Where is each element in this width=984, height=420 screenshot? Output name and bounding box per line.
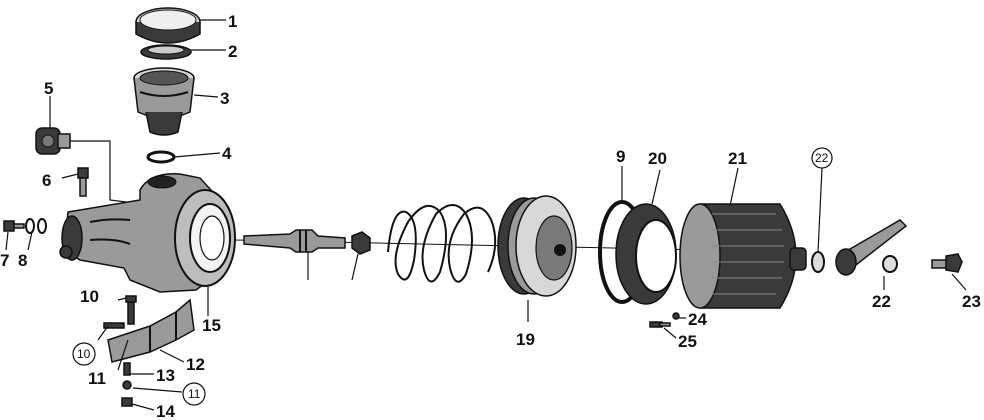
part-lever-arm bbox=[835, 219, 908, 276]
part-nut bbox=[351, 231, 371, 255]
callout-13: 13 bbox=[156, 366, 175, 385]
callout-24: 24 bbox=[688, 310, 707, 329]
part-push-rod bbox=[243, 229, 346, 253]
callout-19: 19 bbox=[516, 330, 535, 349]
callout-14: 14 bbox=[156, 402, 175, 420]
callout-6: 6 bbox=[42, 171, 51, 190]
callout-12: 12 bbox=[186, 355, 205, 374]
callout-7: 7 bbox=[0, 251, 9, 270]
callout-23: 23 bbox=[962, 292, 981, 311]
part-bracket bbox=[103, 295, 195, 407]
callout-1: 1 bbox=[228, 12, 237, 31]
part-bleed-screw bbox=[77, 167, 89, 197]
callout-21: 21 bbox=[728, 149, 747, 168]
callout-3: 3 bbox=[220, 89, 229, 108]
part-seal-cup bbox=[615, 203, 677, 305]
part-cylinder-housing bbox=[679, 203, 807, 309]
callout-15: 15 bbox=[202, 316, 221, 335]
callout-22-circled: 22 bbox=[815, 151, 829, 165]
part-seal bbox=[140, 44, 192, 60]
part-spring bbox=[387, 204, 497, 283]
part-oring bbox=[146, 150, 176, 164]
callout-11-circled: 11 bbox=[188, 387, 201, 401]
part-piston bbox=[497, 195, 577, 297]
part-fitting bbox=[35, 127, 71, 155]
part-washer-b bbox=[882, 255, 898, 273]
callout-8: 8 bbox=[18, 251, 27, 270]
callout-9: 9 bbox=[616, 147, 625, 166]
circle-callout-22 bbox=[811, 147, 833, 169]
callout-11: 11 bbox=[88, 369, 106, 388]
part-bolt-washers bbox=[3, 218, 47, 234]
callout-2: 2 bbox=[228, 42, 237, 61]
part-end-bolt bbox=[931, 253, 963, 273]
callout-22: 22 bbox=[872, 292, 891, 311]
callout-25: 25 bbox=[678, 332, 697, 351]
circle-callout-11 bbox=[182, 382, 206, 406]
callout-10: 10 bbox=[80, 287, 99, 306]
circle-callout-10 bbox=[72, 342, 96, 366]
part-cap bbox=[135, 7, 201, 44]
leader-lines bbox=[5, 19, 967, 411]
part-small-screws bbox=[649, 312, 680, 328]
callout-5: 5 bbox=[44, 79, 53, 98]
callout-20: 20 bbox=[648, 149, 667, 168]
part-washer-a bbox=[811, 251, 825, 273]
callout-4: 4 bbox=[222, 144, 232, 163]
part-reservoir bbox=[133, 67, 195, 136]
part-master-cylinder-body bbox=[59, 173, 236, 293]
callout-10-circled: 10 bbox=[77, 347, 91, 361]
